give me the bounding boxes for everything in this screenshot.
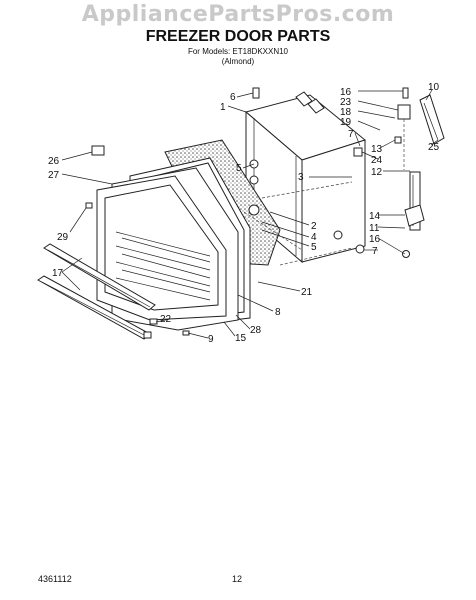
callout-24: 24 xyxy=(371,155,383,166)
callout-13: 13 xyxy=(371,144,383,155)
callout-16a: 16 xyxy=(340,87,352,98)
callout-7a: 7 xyxy=(348,129,354,140)
callout-5b: 5 xyxy=(311,242,317,253)
callout-29: 29 xyxy=(57,232,69,243)
callout-5a: 5 xyxy=(236,163,242,174)
inner-door-shelves xyxy=(96,175,227,321)
callout-9: 9 xyxy=(208,334,214,345)
footer-code: 4361112 xyxy=(38,574,72,584)
callout-4: 4 xyxy=(311,232,317,243)
callout-12: 12 xyxy=(371,167,383,178)
callout-14: 14 xyxy=(369,211,381,222)
callout-1: 1 xyxy=(220,102,226,113)
leader-lines xyxy=(61,89,439,339)
callout-17: 17 xyxy=(52,268,64,279)
callout-15: 15 xyxy=(235,333,247,344)
handle-assembly xyxy=(353,87,445,258)
callout-11: 11 xyxy=(369,223,380,234)
shelf-rails xyxy=(37,243,156,340)
callout-21: 21 xyxy=(301,287,313,298)
callout-16b: 16 xyxy=(369,234,381,245)
model-color: (Almond) xyxy=(221,57,255,66)
hardware-parts xyxy=(85,145,343,339)
callout-18: 18 xyxy=(340,107,352,118)
watermark: AppliancePartsPros.com xyxy=(81,2,395,27)
callout-2: 2 xyxy=(311,221,317,232)
callout-22: 22 xyxy=(160,314,172,325)
callout-26: 26 xyxy=(48,156,60,167)
callout-28: 28 xyxy=(250,325,262,336)
callout-8: 8 xyxy=(275,307,281,318)
assembly-guidelines xyxy=(243,119,405,266)
callout-6: 6 xyxy=(230,92,236,103)
callout-23: 23 xyxy=(340,97,352,108)
page-title: FREEZER DOOR PARTS xyxy=(145,28,331,45)
model-info: For Models: ET18DKXXN10 (Almond) xyxy=(0,47,476,67)
callout-7b: 7 xyxy=(372,246,378,257)
model-number: For Models: ET18DKXXN10 xyxy=(187,47,289,56)
callout-labels: 1 6 5 3 2 4 5 21 8 28 15 9 22 17 29 26 2… xyxy=(48,82,440,345)
callout-19: 19 xyxy=(340,117,352,128)
page-number: 12 xyxy=(232,574,243,584)
callout-3: 3 xyxy=(298,172,304,183)
callout-25: 25 xyxy=(428,142,440,153)
callout-10: 10 xyxy=(428,82,440,93)
callout-27: 27 xyxy=(48,170,60,181)
